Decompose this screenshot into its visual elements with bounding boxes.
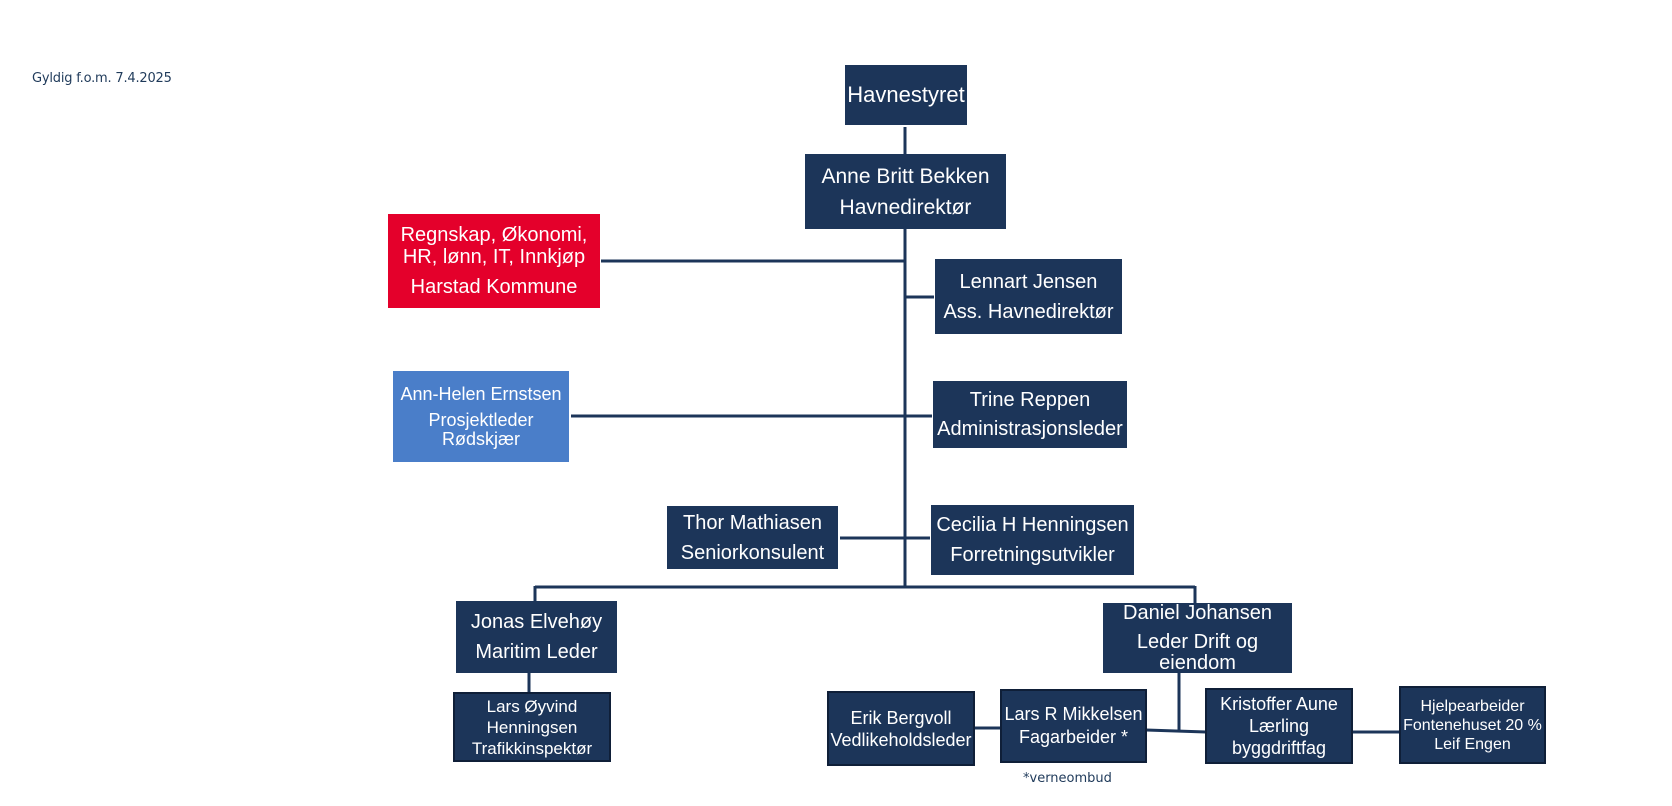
node-director[interactable]: Anne Britt Bekken Havnedirektør xyxy=(805,154,1006,229)
node-admin[interactable]: Trine Reppen Administrasjonsleder xyxy=(933,381,1127,448)
board-title: Havnestyret xyxy=(847,82,965,107)
node-senior[interactable]: Thor Mathiasen Seniorkonsulent xyxy=(667,506,838,569)
apprentice-name: Kristoffer Aune xyxy=(1220,694,1338,714)
maritime-title: Maritim Leder xyxy=(475,641,598,663)
validity-date: Gyldig f.o.m. 7.4.2025 xyxy=(32,71,172,86)
connector-craftsman-apprentice xyxy=(1145,728,1207,734)
finance-line3: Harstad Kommune xyxy=(410,276,578,298)
director-name: Anne Britt Bekken xyxy=(821,164,990,188)
node-craftsman[interactable]: Lars R Mikkelsen Fagarbeider * xyxy=(1000,689,1147,763)
traffic-line2: Henningsen xyxy=(486,717,578,737)
senior-title: Seniorkonsulent xyxy=(680,541,825,564)
traffic-line3: Trafikkinspektør xyxy=(471,738,593,758)
project-title: Prosjektleder xyxy=(428,409,534,430)
node-traffic[interactable]: Lars Øyvind Henningsen Trafikkinspektør xyxy=(453,692,611,762)
project-name: Ann-Helen Ernstsen xyxy=(400,383,562,404)
business-name: Cecilia H Henningsen xyxy=(936,514,1129,536)
maintenance-title: Vedlikeholdsleder xyxy=(830,729,972,750)
node-ass-director[interactable]: Lennart Jensen Ass. Havnedirektør xyxy=(935,259,1122,334)
maritime-name: Jonas Elvehøy xyxy=(470,611,603,633)
craftsman-title: Fagarbeider * xyxy=(1018,727,1129,747)
maintenance-name: Erik Bergvoll xyxy=(850,707,952,728)
node-business[interactable]: Cecilia H Henningsen Forretningsutvikler xyxy=(931,505,1134,575)
footnote: *verneombud xyxy=(1023,771,1112,786)
node-finance[interactable]: Regnskap, Økonomi, HR, lønn, IT, Innkjøp… xyxy=(388,214,600,308)
operations-name: Daniel Johansen xyxy=(1123,601,1272,624)
admin-name: Trine Reppen xyxy=(969,388,1091,411)
senior-name: Thor Mathiasen xyxy=(683,511,822,534)
operations-title2: eiendom xyxy=(1159,651,1236,674)
helper-line2: Fontenehuset 20 % xyxy=(1403,716,1542,734)
finance-line1: Regnskap, Økonomi, xyxy=(400,224,588,246)
node-project[interactable]: Ann-Helen Ernstsen Prosjektleder Rødskjæ… xyxy=(393,371,569,462)
node-board[interactable]: Havnestyret xyxy=(845,65,967,125)
node-maintenance[interactable]: Erik Bergvoll Vedlikeholdsleder xyxy=(827,691,975,766)
business-title: Forretningsutvikler xyxy=(950,544,1115,566)
node-maritime[interactable]: Jonas Elvehøy Maritim Leder xyxy=(456,601,617,673)
operations-title1: Leder Drift og xyxy=(1136,630,1259,653)
apprentice-field: byggdriftfag xyxy=(1231,738,1327,758)
finance-line2: HR, lønn, IT, Innkjøp xyxy=(402,246,586,268)
helper-line1: Hjelpearbeider xyxy=(1420,697,1525,715)
project-place: Rødskjær xyxy=(441,428,520,449)
apprentice-title: Lærling xyxy=(1248,716,1310,736)
node-helper[interactable]: Hjelpearbeider Fontenehuset 20 % Leif En… xyxy=(1399,686,1546,764)
ass-director-title: Ass. Havnedirektør xyxy=(943,300,1114,323)
admin-title: Administrasjonsleder xyxy=(937,417,1123,440)
helper-line3: Leif Engen xyxy=(1434,735,1511,753)
craftsman-name: Lars R Mikkelsen xyxy=(1004,704,1143,724)
traffic-line1: Lars Øyvind xyxy=(486,696,578,716)
node-operations[interactable]: Daniel Johansen Leder Drift og eiendom xyxy=(1103,601,1292,674)
director-title: Havnedirektør xyxy=(839,195,972,219)
ass-director-name: Lennart Jensen xyxy=(959,270,1098,293)
node-apprentice[interactable]: Kristoffer Aune Lærling byggdriftfag xyxy=(1205,688,1353,764)
